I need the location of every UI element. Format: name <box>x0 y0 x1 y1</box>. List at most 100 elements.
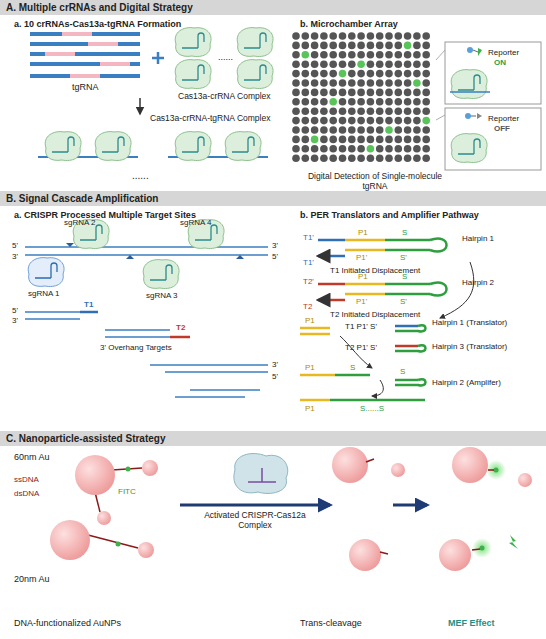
text-label: Hairpin 2 (Amplifer) <box>432 378 501 387</box>
microchamber <box>302 98 310 106</box>
microchamber <box>348 89 356 97</box>
microchamber <box>302 117 310 125</box>
text-label: Cas13a-crRNA Complex <box>178 92 271 102</box>
text-label: T2 P1' S' <box>345 343 377 352</box>
microchamber <box>367 126 375 134</box>
microchamber <box>292 89 300 97</box>
microchamber <box>413 51 421 59</box>
microchamber <box>367 32 375 40</box>
microchamber <box>422 154 430 162</box>
microchamber <box>385 98 393 106</box>
text-label: T2 <box>176 323 185 332</box>
microchamber <box>311 89 319 97</box>
microchamber <box>413 145 421 153</box>
microchamber <box>357 79 365 87</box>
microchamber <box>376 136 384 144</box>
text-label: 3' <box>272 241 278 250</box>
microchamber <box>385 107 393 115</box>
microchamber <box>413 107 421 115</box>
section-band: A. Multiple crRNAs and Digital Strategy <box>0 0 546 15</box>
microchamber <box>311 32 319 40</box>
microchamber <box>302 42 310 50</box>
microchamber <box>292 145 300 153</box>
microchamber <box>422 136 430 144</box>
microchamber <box>329 70 337 78</box>
microchamber <box>320 107 328 115</box>
text-label: 60nm Au <box>14 452 50 462</box>
microchamber <box>395 107 403 115</box>
microchamber <box>376 51 384 59</box>
microchamber <box>395 98 403 106</box>
microchamber <box>376 32 384 40</box>
text-label: Reporter <box>488 114 519 123</box>
microchamber <box>367 154 375 162</box>
text-label: P1' <box>356 253 367 262</box>
microchamber <box>385 79 393 87</box>
text-label: T2' <box>303 277 314 286</box>
microchamber <box>292 32 300 40</box>
microchamber <box>348 145 356 153</box>
text-label: Hairpin 3 (Translator) <box>432 342 507 351</box>
text-label: OFF <box>494 124 510 133</box>
microchamber <box>404 60 412 68</box>
microchamber <box>357 32 365 40</box>
microchamber <box>311 98 319 106</box>
microchamber <box>357 51 365 59</box>
microchamber <box>413 126 421 134</box>
microchamber <box>367 136 375 144</box>
microchamber <box>376 42 384 50</box>
text-label: ON <box>494 58 506 67</box>
microchamber <box>320 70 328 78</box>
microchamber <box>302 136 310 144</box>
microchamber <box>292 126 300 134</box>
microchamber <box>292 98 300 106</box>
microchamber <box>339 89 347 97</box>
microchamber <box>302 154 310 162</box>
microchamber <box>367 145 375 153</box>
microchamber <box>376 89 384 97</box>
text-label: T1 P1' S' <box>345 322 377 331</box>
microchamber <box>311 51 319 59</box>
microchamber <box>404 70 412 78</box>
text-label: S' <box>400 297 407 306</box>
microchamber <box>292 70 300 78</box>
microchamber <box>422 107 430 115</box>
microchamber <box>339 42 347 50</box>
microchamber <box>339 154 347 162</box>
microchamber <box>329 107 337 115</box>
microchamber <box>367 51 375 59</box>
microchamber <box>292 51 300 59</box>
microchamber <box>329 145 337 153</box>
text-label: a. CRISPR Processed Multiple Target Site… <box>14 210 196 220</box>
microchamber <box>422 126 430 134</box>
microchamber <box>339 32 347 40</box>
microchamber <box>367 42 375 50</box>
microchamber <box>404 136 412 144</box>
microchamber <box>385 32 393 40</box>
text-label: sgRNA 3 <box>146 291 178 300</box>
microchamber <box>385 51 393 59</box>
microchamber <box>348 42 356 50</box>
microchamber <box>339 107 347 115</box>
microchamber <box>357 60 365 68</box>
text-label: sgRNA 1 <box>28 289 60 298</box>
microchamber <box>320 32 328 40</box>
microchamber <box>329 126 337 134</box>
microchamber <box>302 79 310 87</box>
microchamber <box>404 79 412 87</box>
microchamber <box>367 107 375 115</box>
microchamber <box>357 136 365 144</box>
microchamber <box>320 60 328 68</box>
microchamber <box>348 154 356 162</box>
text-label: ...... <box>132 170 149 182</box>
microchamber <box>311 60 319 68</box>
microchamber <box>311 107 319 115</box>
microchamber <box>329 98 337 106</box>
microchamber <box>395 126 403 134</box>
microchamber <box>320 154 328 162</box>
microchamber <box>413 154 421 162</box>
microchamber <box>329 32 337 40</box>
microchamber <box>348 32 356 40</box>
microchamber <box>320 126 328 134</box>
microchamber <box>320 89 328 97</box>
